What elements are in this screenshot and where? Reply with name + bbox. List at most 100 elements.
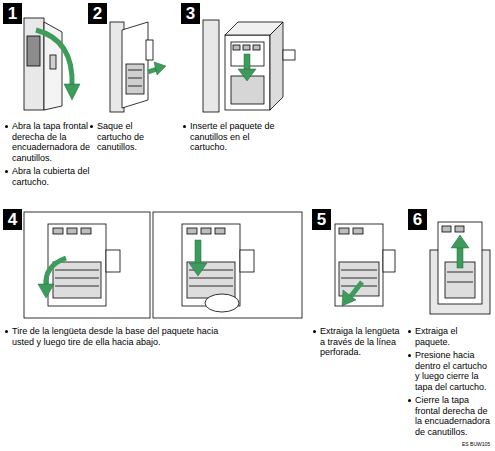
step-number-text: 6 [413,211,422,228]
cartridge-handle [146,40,153,60]
comb-line [341,278,377,279]
cartridge [438,222,482,304]
caption-text: Cierre la tapa frontal derecha de la enc… [415,395,490,437]
package-mark [353,228,363,234]
arrow-head [154,62,166,75]
bullet [90,125,93,128]
comb-line [128,70,142,71]
comb-line [55,278,99,279]
step-caption: Extraiga el paquete. [407,326,493,347]
comb-stack [187,262,235,298]
cartridge [122,22,148,108]
bullet [408,330,411,333]
cartridge-side [270,22,283,110]
package-mark [215,228,225,234]
panel-5-art [335,224,395,306]
panel-6-art [430,222,490,314]
cover-latch [50,55,56,69]
step-caption: Tire de la lengüeta desde la base del pa… [4,326,232,347]
caption-text: Abra la tapa frontal derecha de la encua… [12,121,90,163]
step-caption: Presione hacia dentro el cartucho y lueg… [407,350,493,392]
machine-body [203,20,219,112]
bullet [5,125,8,128]
package-mark [442,226,451,232]
sub-frame [24,212,150,318]
tear-arrow [351,282,362,296]
cartridge-ear [106,250,120,272]
package-mark [233,45,240,50]
arrow-head [342,290,356,306]
package-mark [243,45,250,50]
cartridge [182,224,240,306]
arrow-head [38,284,54,298]
open-arrow [36,30,72,86]
step-caption: Abra la tapa frontal derecha de la encua… [4,121,92,163]
comb-stack [53,262,101,298]
cartridge-clip [283,50,295,60]
step-number-text: 4 [8,211,17,228]
cartridge-window [126,64,144,94]
hand [205,294,239,312]
bullet [313,330,316,333]
caption-text: Presione hacia dentro el cartucho y lueg… [415,350,487,392]
arrow-head [238,69,256,81]
panel-4-art [24,212,302,318]
step-number: 5 [312,209,331,230]
package-mark [339,228,349,234]
bullet [5,170,8,173]
comb-line [55,286,99,287]
caption-text: Extraiga la lengüeta a través de la líne… [320,326,400,357]
comb-stack [339,262,379,296]
package-mark [53,228,63,234]
caption-text: Abra la cubierta del cartucho. [12,166,90,187]
step-caption: Saque el cartucho de canutillos. [89,121,159,153]
arrow-head [189,263,207,276]
figure-code: ES BUW105 [462,442,490,448]
comb-line [189,286,233,287]
step-number-text: 1 [8,5,17,22]
step-number: 1 [3,3,22,24]
bullet [5,330,8,333]
step-caption: Extraiga la lengüeta a través de la líne… [312,326,404,358]
step-number-text: 2 [93,5,102,22]
step-caption: Abra la cubierta del cartucho. [4,166,92,187]
pull-down-arrow [195,240,201,264]
panel-1-art [24,18,80,110]
package-mark [201,228,211,234]
step-number-text: 3 [186,5,195,22]
step-caption: Inserte el paquete de canutillos en el c… [182,121,286,153]
package-mark [253,45,260,50]
step-number: 4 [3,209,22,230]
caption-text: Saque el cartucho de canutillos. [97,121,144,152]
cartridge [225,35,270,110]
caption-text: Inserte el paquete de canutillos en el c… [190,121,275,152]
comb-line [128,78,142,79]
comb-line [447,282,473,283]
comb-line [189,278,233,279]
panel-2-art [110,22,166,112]
caption-text: Tire de la lengüeta desde la base del pa… [12,326,218,347]
bullet [408,354,411,357]
cartridge-ear [383,250,395,272]
package-mark [67,228,77,234]
step-number: 2 [88,3,107,24]
panel-3-art [203,20,295,112]
machine-opening [27,36,40,66]
pull-arrow [46,258,66,286]
caption-text: Extraiga el paquete. [415,326,458,347]
arrow-head [451,235,469,248]
package-mark [187,228,197,234]
comb-line [128,86,142,87]
insert-arrow [244,54,250,70]
bullet [183,125,186,128]
bullet [408,399,411,402]
lift-arrow [457,246,463,268]
package-mark [81,228,91,234]
comb-line [55,270,99,271]
package-mark [455,226,464,232]
code-text: ES BUW105 [462,441,490,447]
comb-line [447,272,473,273]
step-number: 6 [408,209,427,230]
step-number-text: 5 [317,211,326,228]
